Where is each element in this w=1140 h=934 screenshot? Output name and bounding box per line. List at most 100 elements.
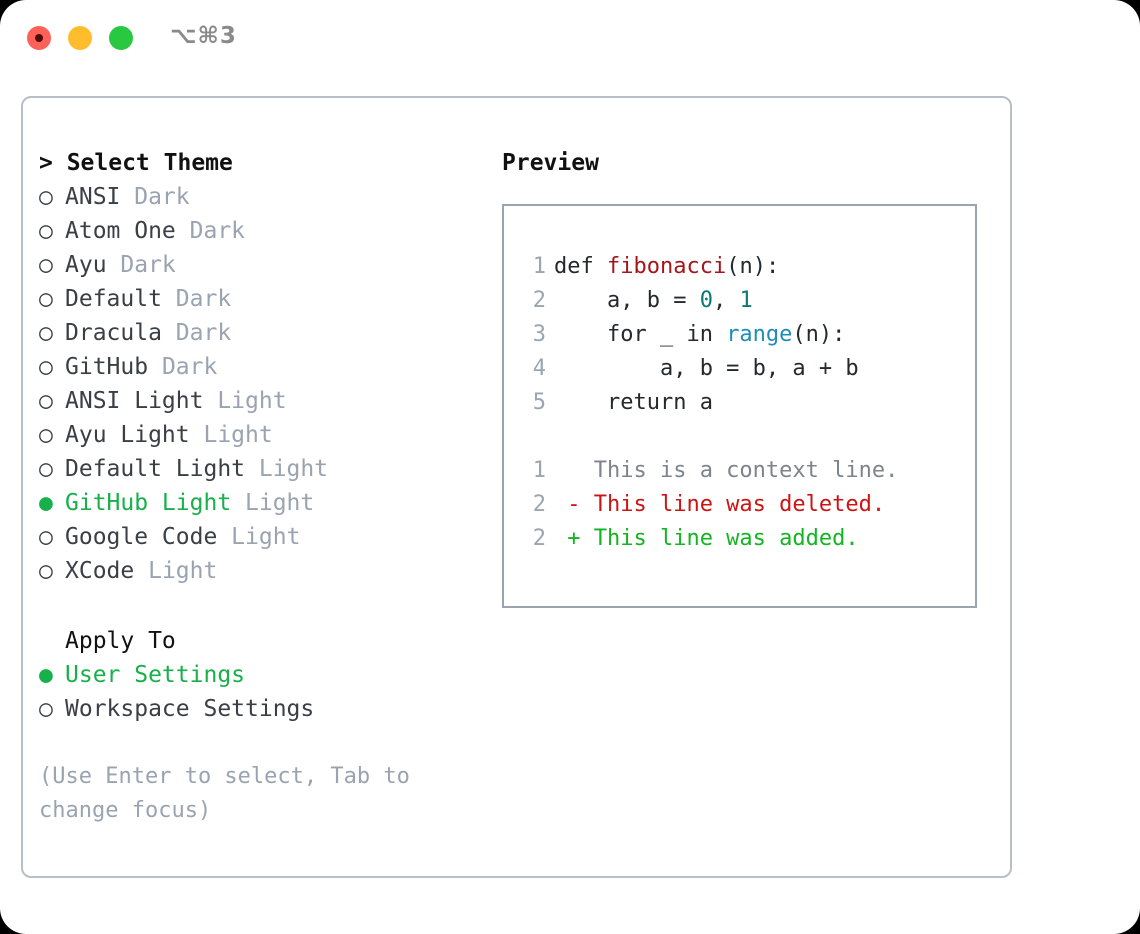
radio-unselected-icon: ○ bbox=[39, 558, 53, 584]
apply-to-option-label: User Settings bbox=[65, 662, 246, 688]
theme-option-label: Ayu Light bbox=[65, 422, 190, 448]
code-token-plain: for _ in bbox=[554, 322, 727, 347]
zoom-button[interactable] bbox=[109, 26, 133, 50]
close-button[interactable] bbox=[27, 26, 51, 50]
theme-option-ayu-light[interactable]: ○ Ayu Light Light bbox=[39, 418, 479, 452]
radio-unselected-icon: ○ bbox=[39, 388, 53, 414]
theme-variant-tag: Light bbox=[245, 456, 329, 482]
theme-option-github[interactable]: ○GitHub Dark bbox=[39, 350, 479, 384]
line-number: 5 bbox=[532, 390, 546, 415]
apply-to-option-workspace-settings[interactable]: ○ Workspace Settings bbox=[39, 692, 479, 726]
diff-line-delete: 2 - This line was deleted. bbox=[520, 488, 975, 522]
theme-option-default-light[interactable]: ○ Default Light Light bbox=[39, 452, 479, 486]
radio-unselected-icon: ○ bbox=[39, 184, 53, 210]
apply-to-section: Apply To ● User Settings ○ Workspace Settin… bbox=[39, 624, 479, 726]
theme-option-atom-one[interactable]: ○ Atom One Dark bbox=[39, 214, 479, 248]
theme-option-ayu[interactable]: ○Ayu Dark bbox=[39, 248, 479, 282]
theme-option-label: GitHub bbox=[65, 354, 149, 380]
code-token-plain: a, b = b, a + b bbox=[554, 356, 859, 381]
theme-variant-tag: Light bbox=[134, 558, 218, 584]
radio-unselected-icon: ○ bbox=[39, 252, 53, 278]
theme-list: ○ ANSI Dark ○ Atom One Dark ○ Ayu Dark ○ Defaul… bbox=[39, 180, 479, 588]
code-line: 2 a, b = 0, 1 bbox=[520, 284, 975, 318]
theme-variant-tag: Dark bbox=[120, 184, 190, 210]
theme-option-label: Atom One bbox=[65, 218, 176, 244]
apply-to-header: Apply To bbox=[65, 628, 176, 654]
theme-variant-tag: Light bbox=[203, 388, 287, 414]
theme-option-label: ANSI Light bbox=[65, 388, 204, 414]
code-token-plain: def bbox=[554, 254, 607, 279]
code-line: 5 return a bbox=[520, 386, 975, 420]
theme-option-dracula[interactable]: ○Dracula Dark bbox=[39, 316, 479, 350]
line-number: 1 bbox=[532, 458, 546, 483]
diff-line-text: This is a context line. bbox=[554, 458, 899, 483]
apply-to-option-label: Workspace Settings bbox=[65, 696, 315, 722]
theme-option-label: XCode bbox=[65, 558, 135, 584]
radio-selected-icon: ● bbox=[39, 662, 53, 688]
diff-line-text: - This line was deleted. bbox=[554, 492, 886, 517]
minimize-button[interactable] bbox=[68, 26, 92, 50]
theme-option-xcode[interactable]: ○ XCode Light bbox=[39, 554, 479, 588]
code-token-num: 0 bbox=[699, 288, 713, 313]
line-number: 3 bbox=[532, 322, 546, 347]
code-token-fn: fibonacci bbox=[606, 254, 727, 279]
theme-option-label: Dracula bbox=[65, 320, 162, 346]
theme-option-ansi-light[interactable]: ○ ANSI Light Light bbox=[39, 384, 479, 418]
window-controls bbox=[27, 26, 133, 50]
keyboard-hint: (Use Enter to select, Tab to change focu… bbox=[39, 764, 410, 823]
line-number: 2 bbox=[532, 492, 546, 517]
line-number: 2 bbox=[532, 288, 546, 313]
code-token-plain: return a bbox=[554, 390, 713, 415]
code-line: 4 a, b = b, a + b bbox=[520, 352, 975, 386]
theme-variant-tag: Dark bbox=[175, 218, 246, 244]
diff-line-context: 1 This is a context line. bbox=[520, 454, 975, 488]
theme-variant-tag: Light bbox=[231, 490, 315, 516]
theme-option-github-light[interactable]: ● GitHub Light Light bbox=[39, 486, 479, 520]
theme-option-label: Google Code bbox=[65, 524, 218, 550]
theme-option-google-code[interactable]: ○ Google Code Light bbox=[39, 520, 479, 554]
radio-unselected-icon: ○ bbox=[39, 696, 53, 722]
diff-sample: 1 This is a context line.2 - This line w… bbox=[520, 454, 975, 556]
line-number: 1 bbox=[532, 254, 546, 279]
theme-option-label: ANSI bbox=[65, 184, 121, 210]
radio-unselected-icon: ○ bbox=[39, 422, 53, 448]
theme-option-label: Default Light bbox=[65, 456, 246, 482]
preview-header: Preview bbox=[502, 150, 599, 176]
theme-option-label: GitHub Light bbox=[65, 490, 232, 516]
theme-option-default[interactable]: ○ Default Dark bbox=[39, 282, 479, 316]
radio-unselected-icon: ○ bbox=[39, 218, 53, 244]
radio-unselected-icon: ○ bbox=[39, 286, 53, 312]
select-theme-header: > Select Theme bbox=[39, 150, 233, 176]
code-token-plain: (n): bbox=[792, 322, 846, 347]
theme-option-ansi[interactable]: ○ ANSI Dark bbox=[39, 180, 479, 214]
code-line: 3 for _ in range(n): bbox=[520, 318, 975, 352]
radio-unselected-icon: ○ bbox=[39, 320, 53, 346]
code-token-call: range bbox=[726, 322, 793, 347]
preview-spacer bbox=[520, 420, 975, 454]
diff-line-add: 2 + This line was added. bbox=[520, 522, 975, 556]
theme-variant-tag: Dark bbox=[161, 286, 232, 312]
keyboard-shortcut-label: ⌥⌘3 bbox=[170, 23, 237, 49]
code-token-plain: a, b = bbox=[554, 288, 700, 313]
theme-variant-tag: Light bbox=[217, 524, 301, 550]
theme-variant-tag: Light bbox=[189, 422, 273, 448]
code-token-num: 1 bbox=[739, 288, 753, 313]
apply-to-list: ● User Settings ○ Workspace Settings bbox=[39, 658, 479, 726]
radio-unselected-icon: ○ bbox=[39, 456, 53, 482]
theme-picker-column: > Select Theme ○ANSI Dark○Atom One Dark○… bbox=[39, 146, 479, 828]
radio-selected-icon: ● bbox=[39, 490, 53, 516]
theme-variant-tag: Dark bbox=[148, 354, 218, 380]
diff-line-text: + This line was added. bbox=[554, 526, 859, 551]
radio-unselected-icon: ○ bbox=[39, 524, 53, 550]
theme-option-label: Ayu bbox=[65, 252, 107, 278]
line-number: 4 bbox=[532, 356, 546, 381]
title-bar: ⌥⌘3 bbox=[0, 0, 1140, 78]
theme-option-label: Default bbox=[65, 286, 162, 312]
code-token-plain: , bbox=[712, 288, 740, 313]
apply-to-option-user-settings[interactable]: ● User Settings bbox=[39, 658, 479, 692]
